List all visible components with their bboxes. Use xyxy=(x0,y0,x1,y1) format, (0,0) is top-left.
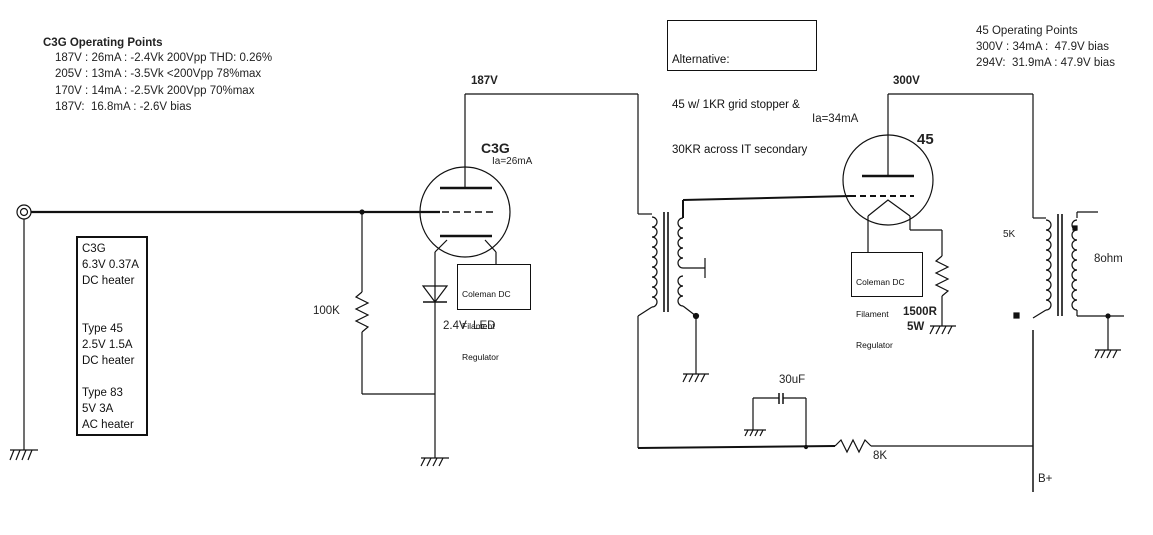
t45-op-line: 294V: 31.9mA : 47.9V bias xyxy=(976,57,1115,69)
output-ground-symbol xyxy=(1094,349,1121,359)
heater-info-box: C3G 6.3V 0.37A DC heater Type 45 2.5V 1.… xyxy=(76,236,148,436)
speaker-impedance-label: 8ohm xyxy=(1094,253,1123,265)
t45-op-line: 300V : 34mA : 47.9V bias xyxy=(976,41,1109,53)
c3g-ground-symbol xyxy=(420,457,449,467)
cap-ground-symbol xyxy=(744,429,766,437)
regulator-line: Filament xyxy=(856,308,889,319)
resistor-8k xyxy=(834,438,1033,454)
bplus-label: B+ xyxy=(1038,473,1053,485)
c3g-tube-symbol xyxy=(419,94,511,458)
heater-line: 2.5V 1.5A xyxy=(82,339,133,351)
heater-line: 5V 3A xyxy=(82,403,114,415)
capacitor-30uf-label: 30uF xyxy=(779,374,806,386)
input-jack xyxy=(16,204,32,450)
c3g-tube-label: C3G xyxy=(481,140,510,156)
regulator-line: Coleman DC xyxy=(462,289,511,299)
t45-operating-points-title: 45 Operating Points xyxy=(976,25,1078,37)
input-ground-symbol xyxy=(9,449,38,461)
regulator-line: Coleman DC xyxy=(856,277,905,287)
heater-line: DC heater xyxy=(82,355,135,367)
c3g-current-label: Ia=26mA xyxy=(492,156,533,167)
regulator-line: Filament xyxy=(462,320,495,331)
heater-line: Type 45 xyxy=(82,323,123,335)
regulator-line: Regulator xyxy=(856,340,893,350)
resistor-8k-label: 8K xyxy=(873,450,888,462)
output-transformer-impedance-label: 5K xyxy=(1003,229,1016,240)
alternative-line: Alternative: xyxy=(672,54,730,66)
type45-tube-symbol xyxy=(842,94,943,256)
resistor-1500r-label: 1500R xyxy=(903,306,937,318)
resistor-100k xyxy=(354,212,435,395)
heater-line: AC heater xyxy=(82,419,134,431)
c3g-op-line: 205V : 13mA : -3.5Vk <200Vpp 78%max xyxy=(55,68,262,80)
t45-current-label: Ia=34mA xyxy=(812,113,859,125)
resistor-1500r xyxy=(934,255,950,326)
led-symbol xyxy=(421,285,449,303)
voltage-187v-label: 187V xyxy=(471,75,498,87)
c3g-operating-points-title: C3G Operating Points xyxy=(43,37,163,49)
capacitor-30uf xyxy=(752,393,807,447)
heater-line: 6.3V 0.37A xyxy=(82,259,139,271)
led-label: 2.4V LED xyxy=(443,320,496,332)
c3g-op-line: 170V : 14mA : -2.5Vk 200Vpp 70%max xyxy=(55,85,255,97)
heater-line: C3G xyxy=(82,243,106,255)
heater-line: DC heater xyxy=(82,275,135,287)
t45-filament-regulator: Coleman DC Filament Regulator xyxy=(851,252,923,350)
cathode-ground-symbol xyxy=(929,325,956,335)
resistor-1500r-watts-label: 5W xyxy=(907,321,925,333)
regulator-line: Regulator xyxy=(462,352,499,362)
interstage-transformer xyxy=(637,195,851,448)
c3g-op-line: 187V: 16.8mA : -2.6V bias xyxy=(55,101,192,113)
it-ground-symbol xyxy=(682,373,709,383)
alternative-line: 45 w/ 1KR grid stopper & xyxy=(672,99,800,111)
c3g-filament-regulator: Coleman DC Filament Regulator xyxy=(457,264,531,362)
c3g-op-line: 187V : 26mA : -2.4Vk 200Vpp THD: 0.26% xyxy=(55,52,273,64)
output-transformer xyxy=(1032,211,1124,350)
t45-tube-label: 45 xyxy=(917,131,934,148)
heater-line: Type 83 xyxy=(82,387,123,399)
alternative-line: 30KR across IT secondary xyxy=(672,144,808,156)
voltage-300v-label: 300V xyxy=(893,75,920,87)
resistor-100k-label: 100K xyxy=(313,305,340,317)
alternative-note: Alternative: 45 w/ 1KR grid stopper & 30… xyxy=(667,20,817,156)
